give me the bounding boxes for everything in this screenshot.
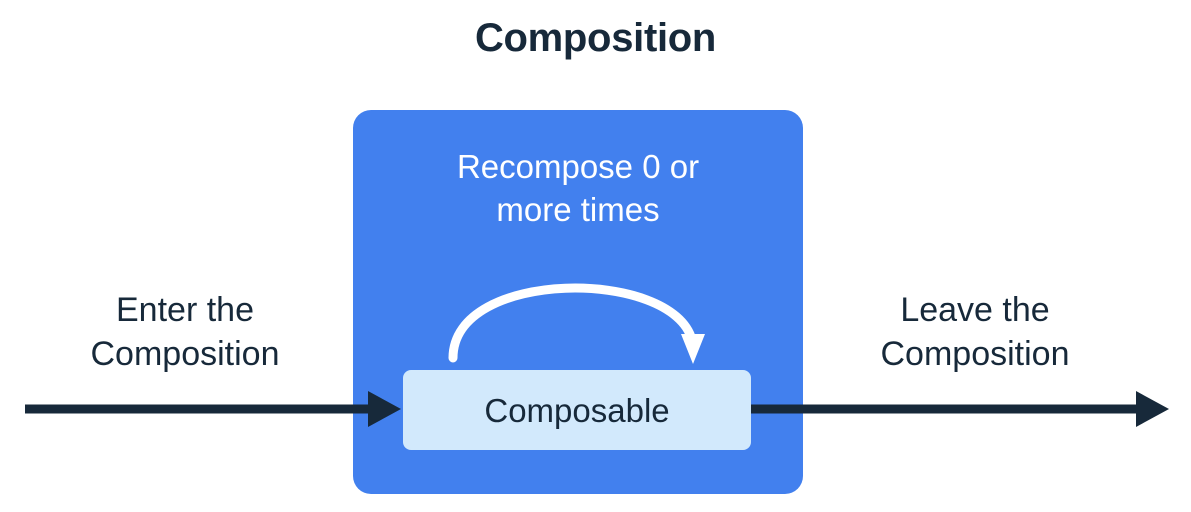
leave-composition-caption: Leave the Composition bbox=[835, 288, 1115, 376]
composable-label: Composable bbox=[484, 391, 670, 429]
enter-composition-caption: Enter the Composition bbox=[45, 288, 325, 376]
enter-composition-caption-line-1: Enter the bbox=[116, 291, 254, 329]
recompose-caption: Recompose 0 or more times bbox=[383, 146, 773, 232]
composable-box: Composable bbox=[403, 370, 751, 450]
enter-composition-caption-line-2: Composition bbox=[90, 335, 280, 374]
recompose-caption-line-2: more times bbox=[496, 190, 660, 228]
recompose-loop-arrow-icon bbox=[448, 283, 705, 364]
enter-flow-arrow-icon bbox=[25, 391, 401, 427]
page-title: Composition bbox=[474, 16, 717, 60]
leave-composition-caption-line-1: Leave the bbox=[900, 291, 1050, 329]
leave-composition-caption-line-2: Composition bbox=[880, 335, 1070, 374]
leave-flow-arrow-icon bbox=[751, 391, 1169, 427]
recompose-caption-line-1: Recompose 0 or bbox=[456, 148, 700, 185]
